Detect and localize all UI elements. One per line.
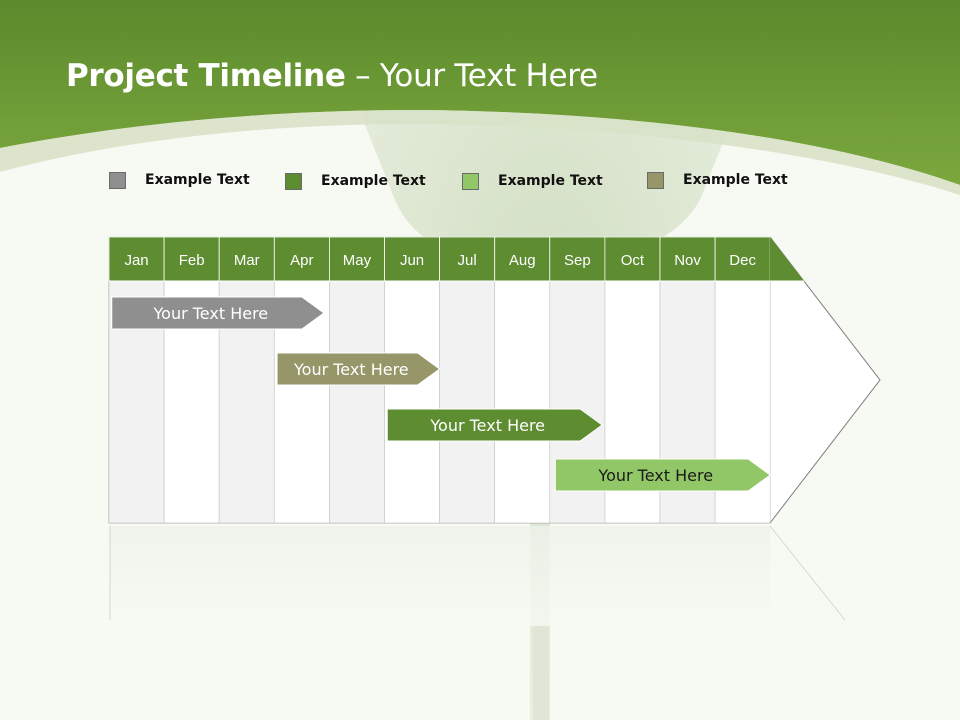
month-column-may [329, 280, 385, 524]
month-header-cell-apr [273, 236, 330, 282]
month-label-jan: Jan [124, 252, 148, 269]
task-bar-4[interactable]: Your Text Here [554, 458, 772, 492]
task-bar-label: Your Text Here [153, 304, 269, 323]
month-header-cell-mar [218, 236, 275, 282]
month-label-oct: Oct [621, 252, 645, 269]
month-header-cell-dec [714, 236, 771, 282]
legend-label: Example Text [683, 172, 788, 188]
legend-item-4: Example Text [647, 170, 788, 190]
legend-swatch-light-green [462, 172, 479, 190]
month-header-cell-jun [384, 236, 440, 282]
month-column-jun [384, 280, 440, 524]
month-label-dec: Dec [729, 252, 756, 269]
title-rest: – Your Text Here [345, 58, 598, 94]
task-bar-shape[interactable] [386, 408, 603, 442]
task-bar-1[interactable]: Your Text Here [111, 296, 325, 330]
month-label-feb: Feb [179, 252, 205, 269]
task-bar-shape[interactable] [111, 296, 325, 330]
timeline-arrow-header-tip [770, 237, 804, 281]
month-label-mar: Mar [234, 252, 260, 269]
task-bar-label: Your Text Here [597, 466, 713, 485]
task-bar-label: Your Text Here [429, 416, 545, 435]
legend-item-1: Example Text [109, 170, 250, 190]
legend-item-2: Example Text [285, 171, 426, 191]
legend-item-3: Example Text [462, 171, 603, 191]
slide-title: Project Timeline – Your Text Here [66, 58, 598, 94]
month-label-aug: Aug [509, 252, 536, 269]
legend-swatch-olive [647, 171, 664, 189]
month-label-sep: Sep [564, 252, 591, 269]
task-bar-shape[interactable] [554, 458, 772, 492]
month-label-apr: Apr [290, 252, 313, 269]
month-column-jul [439, 280, 496, 524]
legend-swatch-dark-green [285, 172, 302, 190]
legend-label: Example Text [321, 173, 426, 189]
legend-label: Example Text [145, 172, 250, 188]
legend-label: Example Text [498, 173, 603, 189]
month-column-aug [494, 280, 551, 524]
month-label-jul: Jul [458, 252, 477, 269]
title-bold: Project Timeline [66, 58, 346, 94]
month-header-cell-oct [604, 236, 661, 282]
task-bar-3[interactable]: Your Text Here [386, 408, 603, 442]
legend-swatch-gray [109, 171, 126, 189]
month-label-may: May [343, 252, 372, 269]
task-bar-label: Your Text Here [293, 360, 409, 379]
month-label-jun: Jun [400, 252, 424, 269]
task-bar-shape[interactable] [276, 352, 441, 386]
month-label-nov: Nov [674, 252, 701, 269]
month-header-cell-nov [659, 236, 716, 282]
month-header-cell-may [328, 236, 385, 282]
month-header-cell-jan [108, 236, 165, 282]
month-header-cell-aug [494, 236, 551, 282]
task-bar-2[interactable]: Your Text Here [276, 352, 441, 386]
month-header-cell-feb [163, 236, 220, 282]
